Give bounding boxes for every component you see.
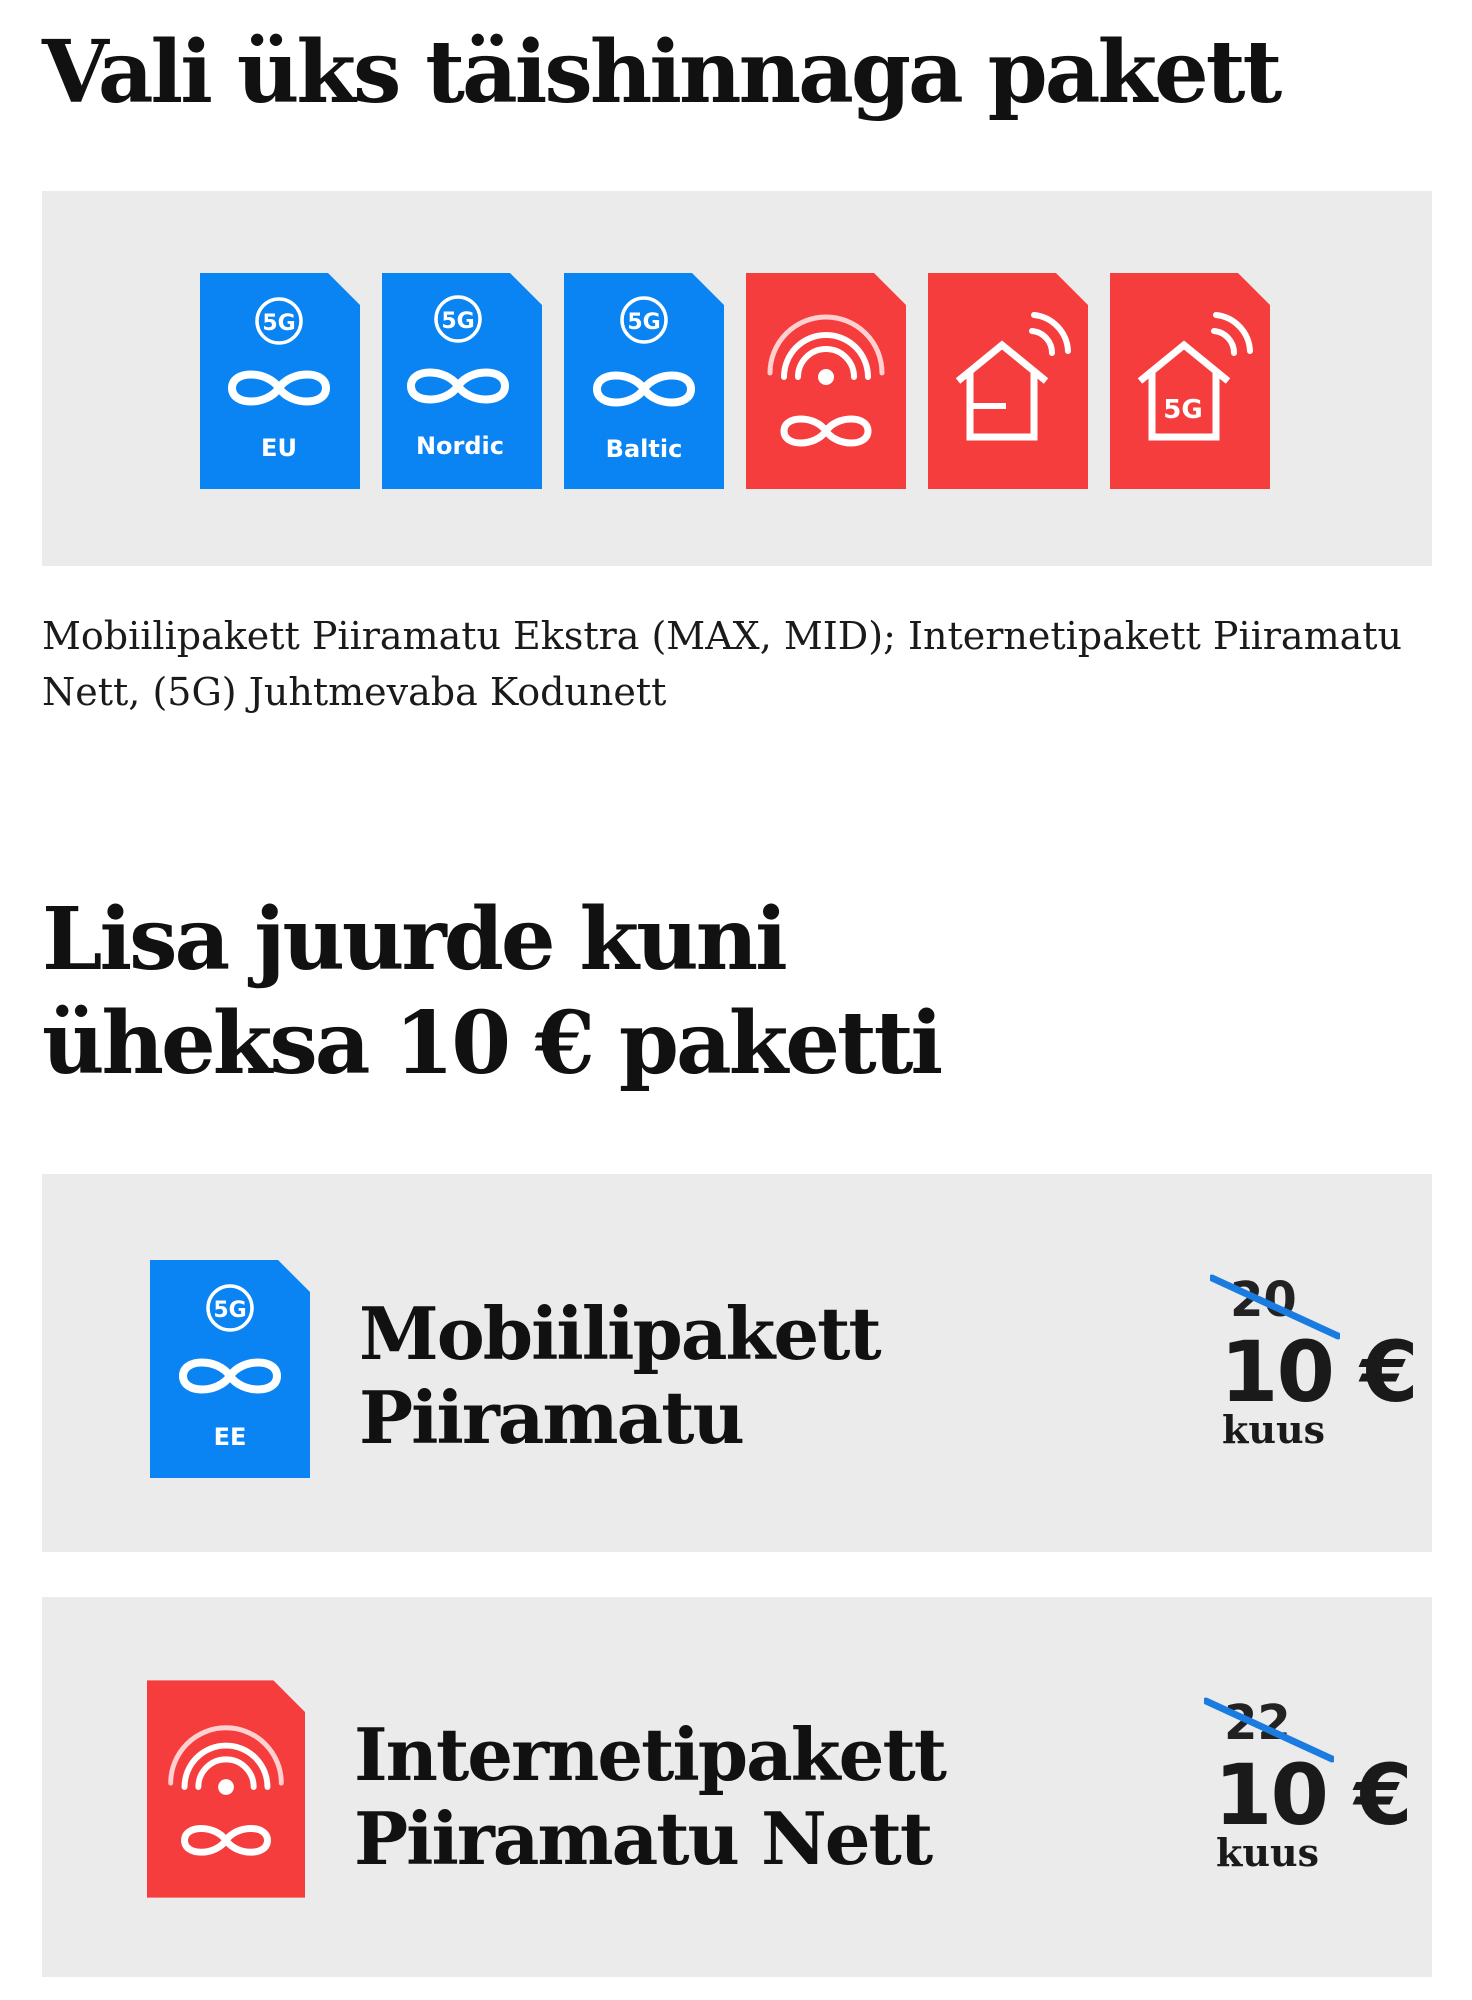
badge-5g: 5G (1163, 395, 1202, 425)
offer-name-line1: Internetipakett (354, 1712, 947, 1797)
new-price: 10 € (1214, 1746, 1413, 1844)
badge-5g: 5G (441, 309, 474, 334)
strikethrough-line (1210, 1274, 1340, 1340)
badge-5g: 5G (627, 310, 660, 335)
packages-description: Mobiilipakett Piiramatu Ekstra (MAX, MID… (42, 614, 1403, 714)
strikethrough-line (1204, 1697, 1334, 1763)
offer-card-internet[interactable]: Internetipakett Piiramatu Nett 22 10 € k… (42, 1597, 1432, 1977)
sim-wifi-infinity-icon (147, 1680, 305, 1898)
offer-name-line2: Piiramatu (359, 1375, 745, 1460)
package-home-5g[interactable]: 5G (1110, 273, 1270, 489)
package-baltic[interactable]: 5G Baltic (564, 273, 724, 489)
sim-5g-infinity-icon: 5G Baltic (564, 273, 724, 489)
sim-5g-infinity-icon: 5G EU (200, 273, 360, 489)
package-home-internet[interactable] (928, 273, 1088, 489)
package-label: EU (261, 434, 297, 462)
page-title: Vali üks täishinnaga pakett (42, 22, 1282, 123)
package-label: Nordic (416, 432, 504, 460)
sim-5g-infinity-icon: 5G Nordic (382, 273, 542, 489)
price-period: kuus (1222, 1407, 1325, 1452)
sim-5g-infinity-icon: 5G EE (150, 1260, 310, 1478)
package-label: Baltic (606, 435, 683, 463)
badge-5g: 5G (262, 311, 295, 336)
offer-name-line1: Mobiilipakett (359, 1291, 882, 1376)
section-title: Lisa juurde kuni üheksa 10 € paketti (42, 888, 943, 1096)
offer-name: Mobiilipakett Piiramatu (359, 1291, 882, 1460)
sim-wifi-infinity-icon (746, 273, 906, 489)
section-title-line2: üheksa 10 € paketti (42, 993, 943, 1094)
offer-name-line2: Piiramatu Nett (354, 1796, 933, 1881)
package-nordic[interactable]: 5G Nordic (382, 273, 542, 489)
badge-5g: 5G (213, 1298, 246, 1323)
new-price: 10 € (1220, 1323, 1419, 1421)
offer-card-mobile[interactable]: 5G EE Mobiilipakett Piiramatu 20 10 € ku… (42, 1174, 1432, 1552)
section-title-line1: Lisa juurde kuni (42, 889, 788, 990)
package-eu[interactable]: 5G EU (200, 273, 360, 489)
price-period: kuus (1216, 1830, 1319, 1875)
full-price-packages-panel: 5G EU 5G Nordic 5G Baltic (42, 191, 1432, 566)
offer-price: 20 10 € kuus (1190, 1270, 1419, 1470)
package-internet-unlimited[interactable] (746, 273, 906, 489)
offer-name: Internetipakett Piiramatu Nett (354, 1712, 947, 1881)
sim-home-5g-icon: 5G (1110, 273, 1270, 489)
sim-home-wifi-icon (928, 273, 1088, 489)
offer-price: 22 10 € kuus (1184, 1693, 1413, 1893)
package-label: EE (214, 1423, 247, 1451)
